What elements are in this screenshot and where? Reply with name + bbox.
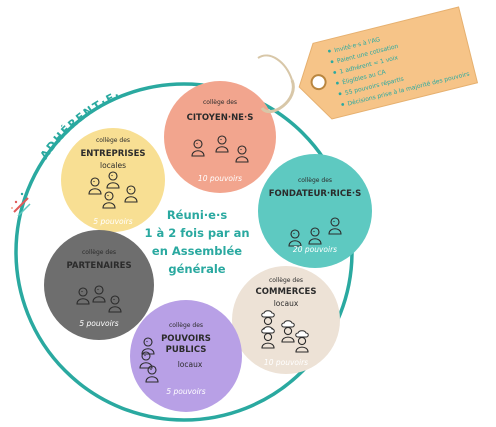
- college-name: POUVOIRS: [161, 334, 211, 344]
- college-disc: [232, 266, 340, 374]
- college-small-label: collège des: [269, 277, 303, 284]
- bullet-icon: [333, 71, 337, 74]
- center-line: en Assemblée: [152, 244, 242, 258]
- college-name: CITOYEN·NE·S: [187, 113, 254, 123]
- college-power: 20 pouvoirs: [293, 245, 337, 254]
- center-line: générale: [168, 262, 225, 276]
- college-power: 5 pouvoirs: [93, 217, 132, 226]
- college-power: 10 pouvoirs: [264, 358, 308, 367]
- college-small-label: collège des: [203, 99, 237, 106]
- center-text: Réuni·e·s 1 à 2 fois par an en Assemblée gé…: [144, 208, 249, 276]
- bullet-icon: [328, 49, 331, 53]
- bullet-icon: [335, 81, 339, 85]
- bullet-icon: [341, 103, 345, 106]
- college-name: FONDATEUR·RICE·S: [269, 189, 362, 199]
- college-name: COMMERCES: [256, 287, 317, 297]
- college-small-label: collège des: [96, 137, 130, 144]
- college-name: PARTENAIRES: [66, 261, 131, 271]
- college-power: 5 pouvoirs: [79, 319, 118, 328]
- bullet-icon: [338, 92, 342, 96]
- college-disc: [130, 300, 242, 412]
- college-small-label: collège des: [298, 177, 332, 184]
- college-small-label: collège des: [82, 249, 116, 256]
- college-name: PUBLICS: [166, 345, 207, 355]
- college-sub-label: locaux: [274, 299, 299, 308]
- college-power: 10 pouvoirs: [198, 174, 242, 183]
- college-sub-label: locaux: [178, 360, 203, 369]
- college-sub-label: locales: [100, 161, 126, 170]
- college-disc: [44, 230, 154, 340]
- college-name: ENTREPRISES: [80, 149, 145, 159]
- college-power: 5 pouvoirs: [166, 387, 205, 396]
- center-line: 1 à 2 fois par an: [144, 226, 249, 240]
- pencil-doodle-icon: [11, 192, 31, 217]
- college-disc: [258, 154, 372, 268]
- bullet-icon: [330, 60, 334, 64]
- center-line: Réuni·e·s: [167, 208, 228, 222]
- college-small-label: collège des: [169, 322, 203, 329]
